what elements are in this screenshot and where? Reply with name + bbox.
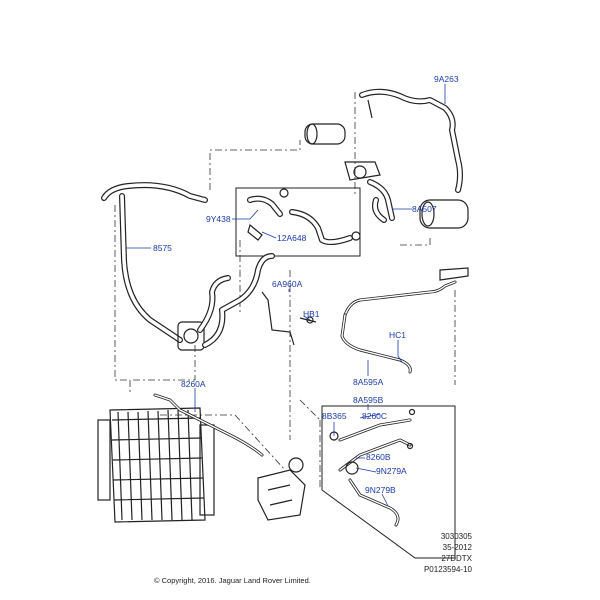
pipe-group-box — [321, 405, 456, 559]
pipe-group-8260 — [329, 408, 416, 527]
egr-cooler-right — [419, 199, 469, 229]
callout-9n279a[interactable]: 9N279A — [376, 466, 407, 476]
hoses-9y438 — [247, 188, 361, 246]
expansion-tank — [257, 457, 306, 521]
hose-group-box — [235, 187, 361, 257]
callout-8a595a[interactable]: 8A595A — [353, 377, 384, 387]
callout-9y438[interactable]: 9Y438 — [206, 214, 231, 224]
callout-6a960a[interactable]: 6A960A — [272, 279, 303, 289]
callout-8a507[interactable]: 8A507 — [412, 204, 437, 214]
hose-9a263 — [359, 88, 463, 193]
copyright-notice: © Copyright, 2016. Jaguar Land Rover Lim… — [154, 576, 311, 585]
callout-8260b[interactable]: 8260B — [366, 452, 391, 462]
callout-8a595b[interactable]: 8A595B — [353, 395, 384, 405]
callout-8575[interactable]: 8575 — [153, 243, 172, 253]
ref-line-1: 3030305 — [440, 532, 472, 541]
callout-9a263[interactable]: 9A263 — [434, 74, 459, 84]
ref-line-3: 27DDTX — [441, 554, 472, 563]
callout-9n279b[interactable]: 9N279B — [365, 485, 396, 495]
coolant-hose-8575 — [101, 182, 208, 343]
pipe-8a595a — [340, 267, 469, 374]
ref-line-4: P0123594-10 — [423, 565, 472, 574]
bracket-6a960a — [261, 291, 295, 346]
pipe-8260a — [153, 393, 264, 457]
callout-8260c[interactable]: 8260C — [362, 411, 388, 421]
ref-line-2: 35-2012 — [442, 543, 472, 552]
callout-hc1[interactable]: HC1 — [389, 330, 407, 340]
callout-hb1[interactable]: HB1 — [303, 309, 320, 319]
thermostat-housing — [177, 253, 275, 351]
callout-8b365[interactable]: 8B365 — [322, 411, 347, 421]
bolt-shank-hb1 — [299, 317, 317, 323]
egr-cooler-upper — [304, 123, 395, 223]
callout-12a648[interactable]: 12A648 — [277, 233, 307, 243]
callout-8260a[interactable]: 8260A — [181, 379, 206, 389]
